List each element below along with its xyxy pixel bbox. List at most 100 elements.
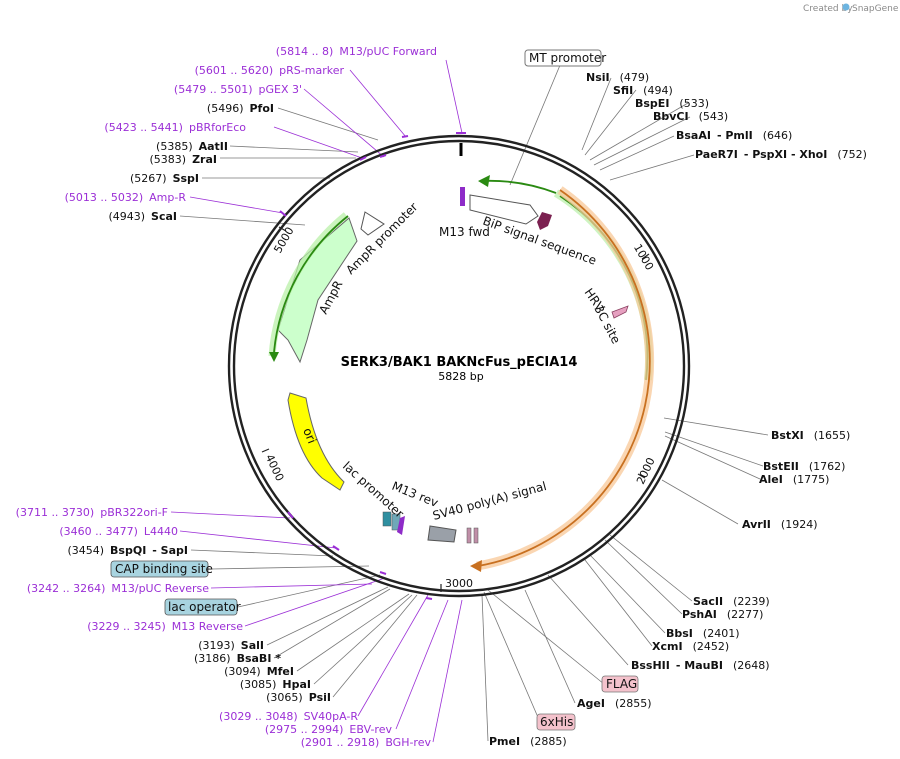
site-extra-name: - PspXI - XhoI [744, 148, 827, 161]
site-extra-name: - SapI [152, 544, 188, 557]
enzyme-site-label: (5385)AatII [156, 140, 228, 153]
right-site-labels: NsiI(479)SfiI(494)BspEI(533)BbvCI(543)Bs… [489, 71, 867, 748]
site-name: M13/pUC Reverse [111, 582, 209, 595]
site-position: (2901 .. 2918) [301, 736, 380, 749]
site-name: PfoI [250, 102, 275, 115]
lac-operator-box: lac operator [164, 598, 241, 616]
his-box: 6xHis [536, 713, 576, 731]
site-name: BstEII [763, 460, 799, 473]
enzyme-site-label: BssHII- MauBI(2648) [631, 659, 770, 672]
flag-feature [466, 527, 472, 544]
enzyme-site-label: BbvCI(543) [653, 110, 728, 123]
primer-site-label: (2975 .. 2994) EBV-rev [265, 723, 393, 736]
ampr-green-halo [268, 212, 349, 357]
primer-site-label: (5423 .. 5441)pBRforEco [104, 121, 246, 134]
primer-site-label: (3229 .. 3245) M13 Reverse [87, 620, 243, 633]
site-position: (1655) [814, 429, 851, 442]
enzyme-site-label: (3454)BspQI- SapI [67, 544, 188, 557]
enzyme-site-label: XcmI(2452) [652, 640, 729, 653]
primer-site-label: (5601 .. 5620)pRS-marker [195, 64, 345, 77]
site-name: SacII [693, 595, 723, 608]
site-name: SfiI [613, 84, 633, 97]
site-name: HpaI [282, 678, 311, 691]
site-name: L4440 [144, 525, 178, 538]
enzyme-site-label: PmeI(2885) [489, 735, 567, 748]
site-position: (3460 .. 3477) [59, 525, 138, 538]
site-name: SalI [241, 639, 264, 652]
enzyme-site-label: (5496) PfoI [207, 102, 274, 115]
site-name: BsaAI [676, 129, 711, 142]
site-name: NsiI [586, 71, 610, 84]
enzyme-site-label: NsiI (479) [586, 71, 649, 84]
enzyme-site-label: AleI(1775) [759, 473, 829, 486]
site-name: pBRforEco [189, 121, 246, 134]
flag-label: FLAG [606, 677, 637, 691]
site-name: PshAI [682, 608, 717, 621]
site-name: BsaBI * [237, 652, 282, 665]
tick-label-1000: 1000 [631, 242, 656, 273]
site-position: (543) [699, 110, 729, 123]
tick-label-2000: 2000 [634, 456, 658, 487]
site-position: (479) [620, 71, 650, 84]
site-position: (5601 .. 5620) [195, 64, 274, 77]
site-position: (494) [643, 84, 673, 97]
watermark-prefix: Created by [803, 4, 853, 14]
site-name: BGH-rev [385, 736, 431, 749]
enzyme-site-label: (3186)BsaBI * [194, 652, 281, 665]
site-position: (3711 .. 3730) [16, 506, 95, 519]
left-site-labels: (5814 .. 8) M13/pUC Forward (5601 .. 5620)… [16, 45, 437, 749]
site-name: ZraI [192, 153, 217, 166]
snapgene-watermark: Created by SnapGene [803, 3, 899, 14]
primer-site-label: (3029 .. 3048)SV40pA-R [219, 710, 358, 723]
mt-promoter-box: MT promoter [524, 49, 606, 67]
primer-site-label: (5814 .. 8) M13/pUC Forward [276, 45, 437, 58]
site-name: M13/pUC Forward [339, 45, 437, 58]
enzyme-site-label: PaeR7I- PspXI - XhoI(752) [695, 148, 867, 161]
lac-operator-label: lac operator [168, 600, 241, 614]
site-name: Amp-R [149, 191, 186, 204]
site-name: M13 Reverse [172, 620, 243, 633]
site-position: (5496) [207, 102, 244, 115]
ampr-arrow-head [269, 352, 279, 362]
tick-label-3000: 3000 [445, 577, 473, 590]
enzyme-site-label: BstXI (1655) [771, 429, 850, 442]
ori-label: ori [300, 426, 319, 446]
primer-site-label: (3242 .. 3264) M13/pUC Reverse [27, 582, 209, 595]
site-name: EBV-rev [349, 723, 392, 736]
site-position: (3065) [266, 691, 303, 704]
site-name: BbsI [666, 627, 693, 640]
enzyme-site-label: (3065)PsiI [266, 691, 331, 704]
primer-marks [279, 132, 466, 600]
site-position: (752) [837, 148, 867, 161]
site-position: (2975 .. 2994) [265, 723, 344, 736]
site-position: (3242 .. 3264) [27, 582, 106, 595]
site-name: AvrII [742, 518, 771, 531]
snapgene-logo-icon [842, 3, 850, 11]
primer-site-label: (3460 .. 3477) L4440 [59, 525, 178, 538]
site-position: (646) [763, 129, 793, 142]
site-position: (1924) [781, 518, 818, 531]
site-name: AgeI [577, 697, 605, 710]
ampr-green-arc [273, 215, 349, 353]
site-position: (3029 .. 3048) [219, 710, 298, 723]
site-position: (3229 .. 3245) [87, 620, 166, 633]
bip-green-arc [481, 179, 557, 194]
site-position: (5814 .. 8) [276, 45, 334, 58]
site-position: (5267) [130, 172, 167, 185]
site-name: BstXI [771, 429, 804, 442]
hrv-3c-feature [611, 305, 629, 319]
m13-fwd-feature [460, 187, 465, 206]
site-position: (1775) [793, 473, 830, 486]
primer-site-label: (2901 .. 2918) BGH-rev [301, 736, 432, 749]
sv40-label: SV40 poly(A) signal [431, 479, 548, 523]
enzyme-site-label: (3193)SalI [198, 639, 264, 652]
site-position: (3085) [240, 678, 277, 691]
tick-marks [261, 226, 650, 592]
watermark-brand: SnapGene [852, 4, 899, 14]
enzyme-site-label: (3094)MfeI [224, 665, 294, 678]
leader-lines [170, 57, 769, 743]
site-name: BspQI [110, 544, 146, 557]
site-name: XcmI [652, 640, 683, 653]
enzyme-site-label: BsaAI- PmlI(646) [676, 129, 792, 142]
